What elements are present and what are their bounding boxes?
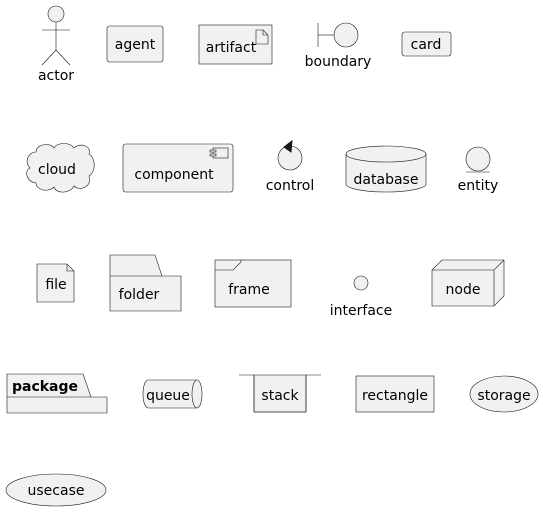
file-element: file — [36, 263, 75, 303]
queue-label: queue — [146, 388, 190, 404]
rectangle-label: rectangle — [362, 388, 428, 404]
database-label: database — [354, 172, 419, 188]
interface-label: interface — [330, 303, 392, 319]
card-label: card — [411, 37, 442, 53]
database-element: database — [345, 145, 427, 193]
package-label: package — [12, 379, 78, 395]
rectangle-box — [355, 375, 435, 413]
storage-element: storage — [469, 375, 539, 413]
storage-shape — [469, 375, 539, 413]
actor-icon — [41, 5, 71, 66]
boundary-icon — [317, 22, 359, 48]
artifact-icon — [255, 29, 269, 45]
stack-shape — [239, 374, 321, 413]
database-shape — [345, 145, 427, 193]
stack-label: stack — [261, 388, 299, 404]
usecase-element: usecase — [5, 473, 107, 507]
component-label: component — [134, 167, 214, 183]
control-icon — [277, 139, 303, 171]
package-shape — [6, 373, 108, 414]
artifact-element: artifact — [198, 24, 273, 65]
frame-box — [214, 259, 292, 308]
component-icon — [209, 147, 229, 159]
cloud-label: cloud — [38, 162, 76, 178]
storage-label: storage — [477, 388, 530, 404]
agent-box — [106, 25, 164, 63]
frame-tab — [215, 260, 242, 271]
entity-element: entity — [458, 146, 499, 194]
node-shape — [431, 259, 505, 307]
boundary-label: boundary — [305, 54, 372, 70]
component-element: component — [122, 143, 234, 193]
usecase-shape — [5, 473, 107, 507]
rectangle-element: rectangle — [355, 375, 435, 413]
card-box — [401, 31, 452, 57]
frame-element: frame — [214, 259, 292, 308]
queue-element: queue — [142, 379, 203, 409]
package-element: package — [6, 373, 108, 414]
actor-element: actor — [38, 5, 74, 84]
folder-shape — [109, 254, 182, 312]
folder-label: folder — [119, 287, 160, 303]
node-element: node — [431, 259, 505, 307]
actor-label: actor — [38, 68, 74, 84]
file-shape — [36, 263, 75, 303]
card-element: card — [401, 31, 452, 57]
stack-element: stack — [239, 374, 321, 413]
control-element: control — [266, 139, 315, 194]
boundary-element: boundary — [305, 22, 372, 70]
file-label: file — [45, 277, 66, 293]
usecase-label: usecase — [28, 483, 85, 499]
entity-label: entity — [458, 178, 499, 194]
control-label: control — [266, 178, 315, 194]
interface-icon — [353, 275, 369, 291]
node-label: node — [446, 282, 481, 298]
entity-icon — [465, 146, 491, 173]
cloud-shape — [26, 143, 95, 193]
cloud-element: cloud — [26, 143, 95, 193]
queue-shape — [142, 379, 203, 409]
artifact-label: artifact — [206, 40, 257, 56]
component-box — [122, 143, 234, 193]
agent-element: agent — [106, 25, 164, 63]
frame-label: frame — [228, 282, 270, 298]
folder-element: folder — [109, 254, 182, 312]
interface-element: interface — [330, 275, 392, 319]
agent-label: agent — [115, 37, 156, 53]
